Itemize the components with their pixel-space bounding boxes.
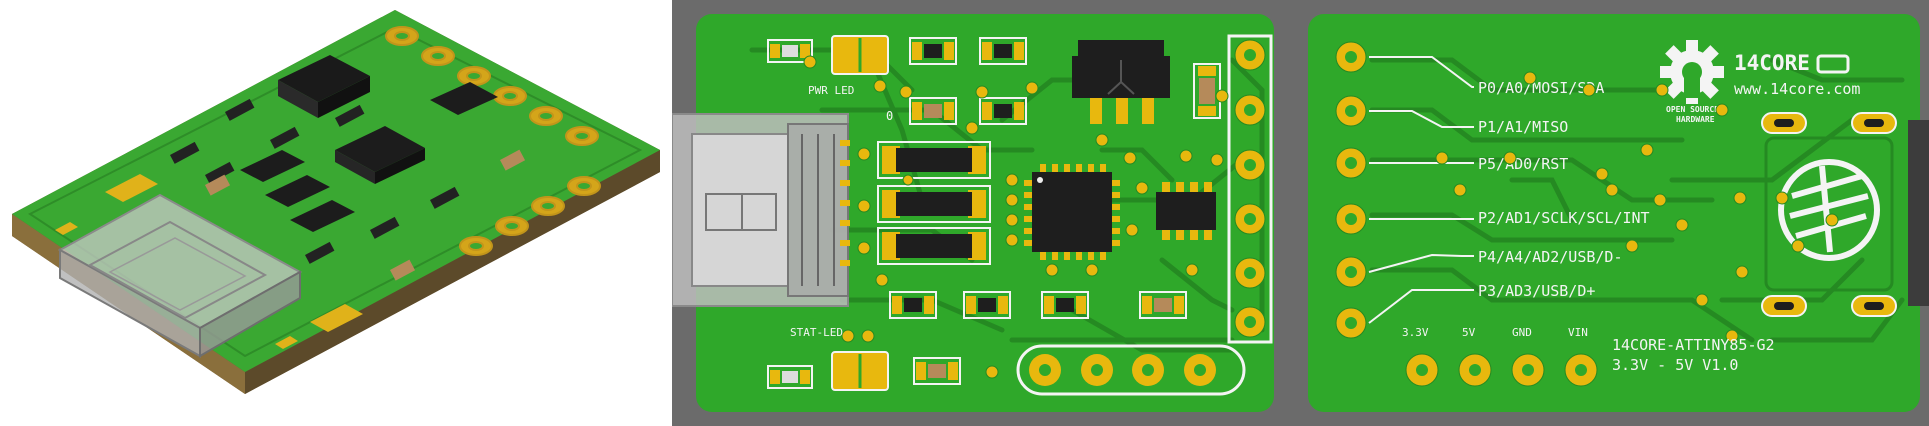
power-label-gnd: GND (1512, 326, 1532, 339)
top-view-panel: PWR LED STAT-LED 0 (672, 0, 1929, 426)
pin-label: P1/A1/MISO (1478, 118, 1568, 136)
osh-label-line2: HARDWARE (1676, 115, 1715, 124)
pin-label: P2/AD1/SCLK/SCL/INT (1478, 209, 1650, 227)
vias (803, 55, 1229, 379)
pin-label: P5/AD0/RST (1478, 155, 1568, 173)
osh-label-line1: OPEN SOURCE (1666, 105, 1719, 114)
power-label-5v: 5V (1462, 326, 1476, 339)
brand-label: 14CORE (1734, 51, 1810, 75)
passive-components (889, 37, 1221, 385)
brand-battery-icon (1816, 54, 1850, 74)
pwr-led-label: PWR LED (808, 84, 854, 97)
isometric-render-panel (0, 0, 672, 426)
version-label: 3.3V - 5V V1.0 (1612, 356, 1738, 374)
usb-connector-edge (1908, 120, 1929, 306)
stat-led-footprint (767, 365, 813, 389)
back-pin-pads (1335, 41, 1367, 339)
pin-labels: P0/A0/MOSI/SDA P1/A1/MISO P5/AD0/RST P2/… (1478, 79, 1650, 300)
pin-label: P3/AD3/USB/D+ (1478, 282, 1595, 300)
stat-led-label: STAT-LED (790, 326, 843, 339)
power-label-vin: VIN (1568, 326, 1588, 339)
back-board: P0/A0/MOSI/SDA P1/A1/MISO P5/AD0/RST P2/… (1308, 14, 1929, 412)
model-label: 14CORE-ATTINY85-G2 (1612, 336, 1775, 354)
front-board: PWR LED STAT-LED 0 (672, 14, 1274, 412)
pin-label: P4/A4/AD2/USB/D- (1478, 248, 1623, 266)
isometric-board-illustration (12, 10, 660, 394)
pwr-led-footprint (767, 39, 813, 63)
front-header-right (1227, 34, 1273, 344)
voltage-regulator (1072, 40, 1170, 124)
qfn-microcontroller (1024, 164, 1120, 260)
open-source-hardware-logo: OPEN SOURCE HARDWARE (1660, 40, 1724, 124)
front-header-bottom (1016, 344, 1246, 396)
back-vias (1435, 71, 1839, 343)
power-label-3v3: 3.3V (1402, 326, 1429, 339)
silk-zero-label: 0 (886, 109, 893, 123)
pin-label: P0/A0/MOSI/SDA (1478, 79, 1604, 97)
top-view-boards: PWR LED STAT-LED 0 (672, 14, 1929, 412)
usb-c-connector (672, 113, 850, 307)
url-label: www.14core.com (1734, 80, 1860, 98)
power-pads: 3.3V 5V GND VIN (1402, 326, 1598, 387)
soic-chip (1156, 182, 1216, 240)
diodes (877, 141, 991, 265)
